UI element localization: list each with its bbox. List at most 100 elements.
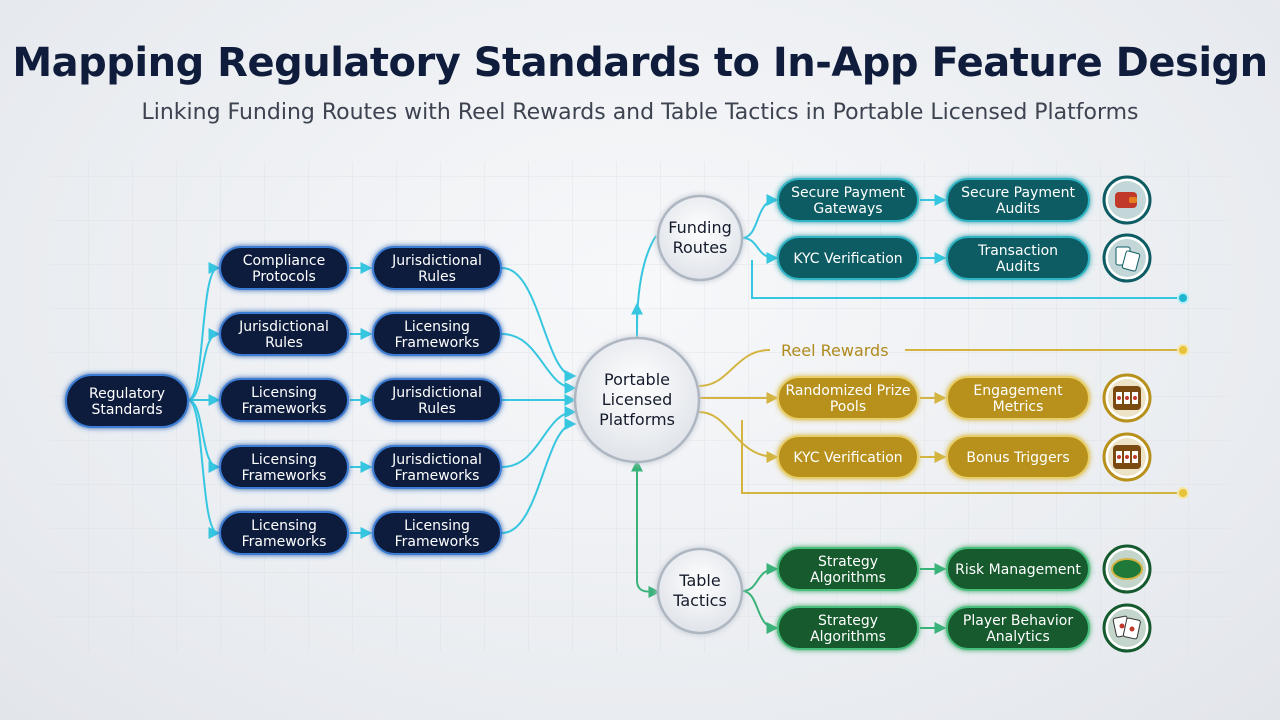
table-node-b-1-label: Risk Management bbox=[955, 562, 1081, 578]
table-node-b-1-shape bbox=[946, 547, 1090, 591]
reel-node-b-2-shape bbox=[946, 435, 1090, 479]
regulatory-standards-node-shape bbox=[65, 374, 189, 428]
connector-table-a-0 bbox=[741, 563, 779, 592]
regulatory-node-b-3-shape bbox=[372, 378, 502, 422]
funding-node-a-2-label: KYC Verification bbox=[793, 251, 902, 267]
connector-root-to-a-3 bbox=[187, 399, 221, 473]
connector-root-to-a-1 bbox=[187, 328, 221, 401]
connector-hub-table bbox=[636, 500, 661, 598]
regulatory-node-b-5-shape bbox=[372, 511, 502, 555]
reel-node-a-2[interactable]: KYC Verification bbox=[777, 435, 919, 479]
connector-b-to-hub-3 bbox=[501, 406, 577, 468]
page-subtitle: Linking Funding Routes with Reel Rewards… bbox=[141, 100, 1139, 125]
table-poker-table-icon-1 bbox=[1102, 544, 1152, 594]
regulatory-node-a-1-shape bbox=[219, 246, 349, 290]
funding-routes-node-shape bbox=[656, 194, 744, 282]
connector-b-to-hub-4 bbox=[501, 418, 577, 534]
connector-table-a-1 bbox=[741, 590, 779, 634]
funding-node-a-1-shape bbox=[777, 178, 919, 222]
table-node-a-1-shape bbox=[777, 547, 919, 591]
hub-node-shape bbox=[573, 336, 701, 464]
reel-slot-machine-icon-1 bbox=[1102, 373, 1152, 423]
table-node-a-2-shape bbox=[777, 606, 919, 650]
funding-wallet-icon-1 bbox=[1102, 175, 1152, 225]
page-title: Mapping Regulatory Standards to In-App F… bbox=[12, 40, 1268, 86]
regulatory-node-a-4-shape bbox=[219, 445, 349, 489]
regulatory-node-a-3-shape bbox=[219, 378, 349, 422]
connector-funding-a-1 bbox=[741, 237, 779, 264]
connector-funding-bus bbox=[751, 260, 1183, 299]
reel-bus-top-endpoint bbox=[1177, 344, 1189, 356]
table-tactics-node-shape bbox=[656, 547, 744, 635]
reel-rewards-label: Reel Rewards bbox=[781, 341, 889, 360]
regulatory-node-a-5-shape bbox=[219, 511, 349, 555]
funding-bus-endpoint bbox=[1177, 292, 1189, 304]
reel-bus-bottom-endpoint bbox=[1177, 487, 1189, 499]
reel-node-a-2-label: KYC Verification bbox=[793, 450, 902, 466]
reel-slot-machine-icon-2 bbox=[1102, 432, 1152, 482]
reel-node-b-1-shape bbox=[946, 376, 1090, 420]
funding-cards-icon-2 bbox=[1102, 233, 1152, 283]
funding-node-a-2-shape bbox=[777, 236, 919, 280]
connector-lines bbox=[187, 194, 1183, 634]
connector-reel-bus-bottom bbox=[741, 420, 1183, 494]
table-node-b-2-shape bbox=[946, 606, 1090, 650]
funding-node-b-1-shape bbox=[946, 178, 1090, 222]
connector-root-to-a-4 bbox=[187, 399, 221, 539]
funding-node-a-2[interactable]: KYC Verification bbox=[777, 236, 919, 280]
connector-b-to-hub-1 bbox=[501, 333, 577, 394]
reel-node-a-1-shape bbox=[777, 376, 919, 420]
table-node-b-1[interactable]: Risk Management bbox=[946, 547, 1090, 591]
connector-funding-a-0 bbox=[741, 194, 779, 239]
table-playing-cards-icon-2 bbox=[1102, 603, 1152, 653]
funding-node-b-2-shape bbox=[946, 236, 1090, 280]
reel-node-a-2-shape bbox=[777, 435, 919, 479]
reel-node-b-2[interactable]: Bonus Triggers bbox=[946, 435, 1090, 479]
regulatory-node-a-2-shape bbox=[219, 312, 349, 356]
